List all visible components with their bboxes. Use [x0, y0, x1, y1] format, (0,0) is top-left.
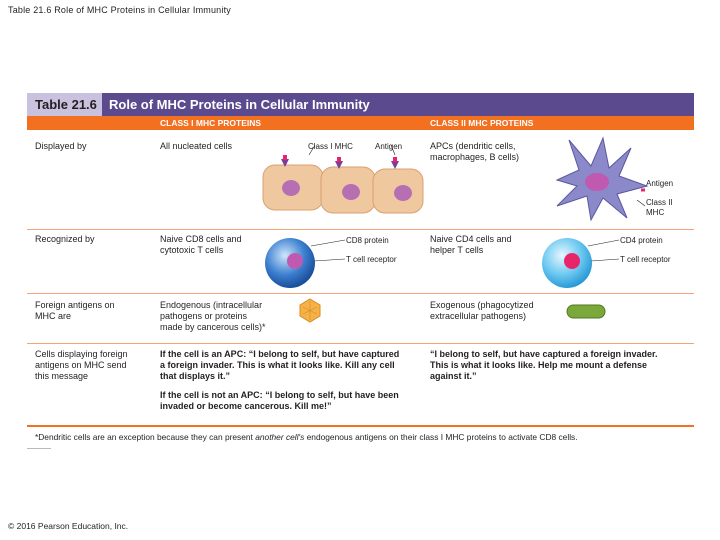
row3-class1-text: Endogenous (intracellular pathogens or p… — [160, 300, 266, 332]
nucleated-cells-illustration — [262, 136, 649, 222]
table-bottom-rule — [27, 425, 694, 427]
footnote-rule — [27, 448, 51, 449]
label-class2-mhc: Class II MHC — [646, 198, 673, 217]
label-antigen-c1: Antigen — [375, 142, 403, 151]
label-cd4-protein: CD4 protein — [620, 236, 663, 245]
label-antigen-c2: Antigen — [646, 179, 674, 188]
row-label-message: Cells displaying foreign antigens on MHC… — [35, 349, 128, 381]
row4-class1-apc-message: If the cell is an APC: “I belong to self… — [160, 349, 400, 381]
label-cd8-protein: CD8 protein — [346, 236, 389, 245]
label-tcr-c1: T cell receptor — [346, 255, 397, 264]
mhc-table: Table 21.6 Role of MHC Proteins in Cellu… — [27, 93, 694, 450]
table-header: Table 21.6 Role of MHC Proteins in Cellu… — [27, 93, 694, 116]
row4-class1-non-apc-message: If the cell is not an APC: “I belong to … — [160, 390, 399, 411]
table-number: Table 21.6 — [27, 93, 102, 116]
pathogen-illustrations — [299, 298, 606, 323]
col-header-class1: CLASS I MHC PROTEINS — [160, 118, 262, 128]
row3-class2-text: Exogenous (phagocytized extracellular pa… — [430, 300, 534, 321]
label-class1-mhc: Class I MHC — [308, 142, 353, 151]
row-label-foreign-antigens: Foreign antigens on MHC are — [35, 300, 115, 321]
row-label-recognized-by: Recognized by — [35, 234, 95, 244]
label-tcr-c2: T cell receptor — [620, 255, 671, 264]
slide-title: Table 21.6 Role of MHC Proteins in Cellu… — [8, 5, 231, 15]
row1-class2-text: APCs (dendritic cells, macrophages, B ce… — [430, 141, 520, 162]
row-label-displayed-by: Displayed by — [35, 141, 87, 151]
copyright: © 2016 Pearson Education, Inc. — [8, 521, 129, 531]
row-divider — [27, 293, 694, 294]
table-footnote: *Dendritic cells are an exception becaus… — [35, 432, 578, 442]
row-divider — [27, 343, 694, 344]
row2-class1-text: Naive CD8 cells and cytotoxic T cells — [160, 234, 242, 255]
row-divider — [27, 229, 694, 230]
col-header-class2: CLASS II MHC PROTEINS — [430, 118, 534, 128]
t-cells-illustration — [265, 238, 620, 288]
row1-class1-text: All nucleated cells — [160, 141, 233, 151]
table-title: Role of MHC Proteins in Cellular Immunit… — [109, 97, 370, 112]
column-header-row: CLASS I MHC PROTEINS CLASS II MHC PROTEI… — [27, 116, 694, 130]
row2-class2-text: Naive CD4 cells and helper T cells — [430, 234, 512, 255]
row4-class2-message: “I belong to self, but have captured a f… — [430, 349, 658, 381]
